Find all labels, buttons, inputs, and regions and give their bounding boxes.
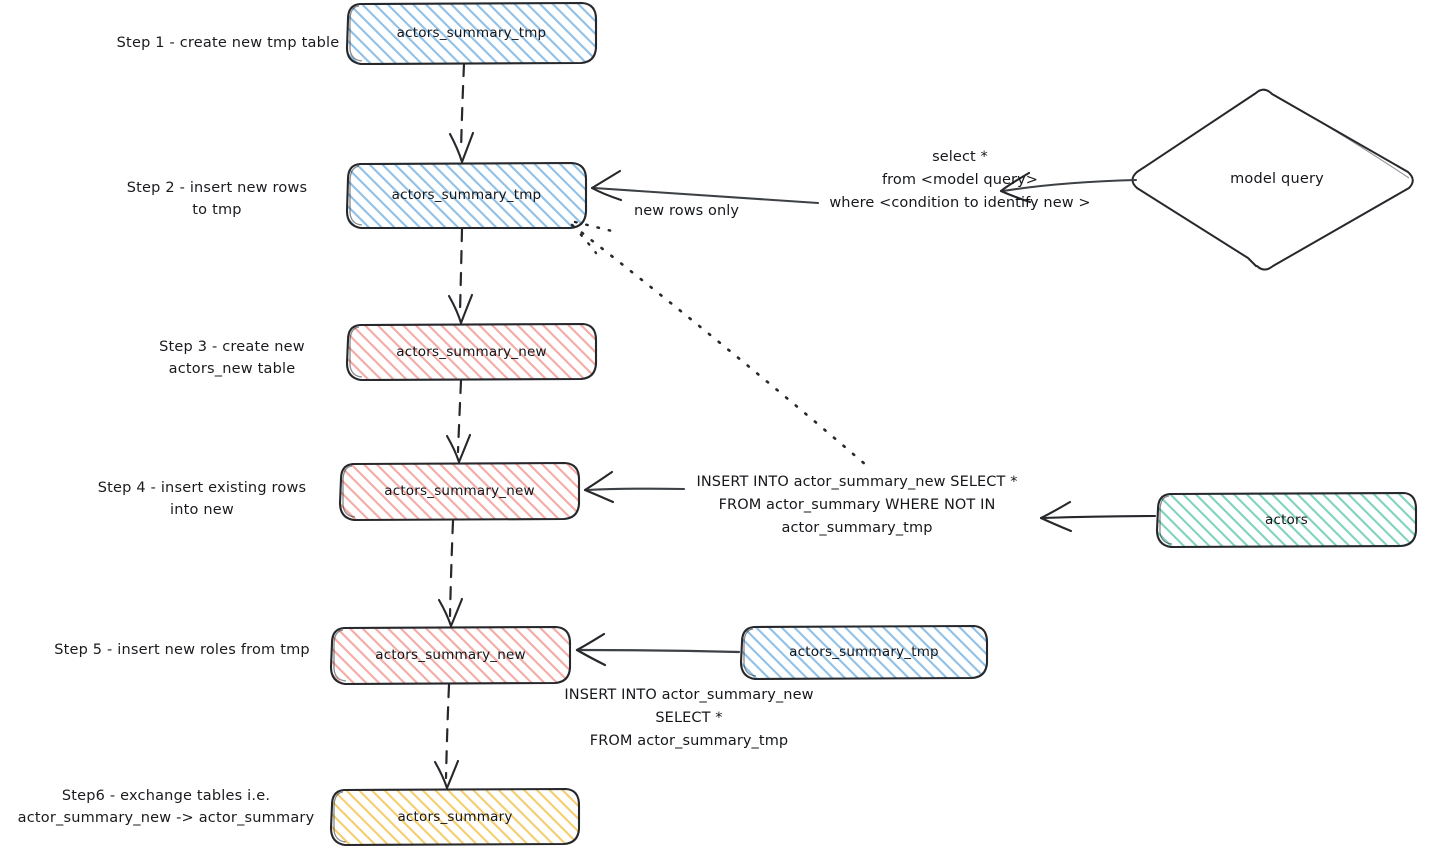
edge-model-query-to-sql (999, 171, 1138, 204)
node-label-summary-6: actors_summary (397, 808, 513, 825)
node-actors-summary-6[interactable] (329, 787, 581, 847)
edge-step5-to-step6 (433, 683, 460, 790)
edge-tmp-source-to-new (575, 632, 741, 667)
step-label-2: Step 2 - insert new rows to tmp (126, 180, 308, 219)
step-label-4: Step 4 - insert existing rows into new (97, 480, 307, 519)
node-actors-summary-tmp-source[interactable] (739, 624, 989, 681)
node-actors-summary-new-5[interactable] (329, 625, 572, 686)
node-actors[interactable] (1155, 491, 1418, 549)
node-label-new-5: actors_summary_new (375, 647, 526, 664)
node-actors-summary-tmp-2[interactable] (345, 161, 588, 230)
node-label-actors: actors (1264, 511, 1309, 528)
step-label-1: Step 1 - create new tmp table (116, 35, 340, 51)
node-actors-summary-new-4[interactable] (338, 461, 581, 522)
edge-insert-existing-to-new (583, 470, 686, 504)
step-label-6: Step6 - exchange tables i.e. actor_summa… (17, 788, 315, 827)
edge-label-new-rows-only: new rows only (634, 203, 740, 219)
edge-step1-to-step2 (448, 62, 475, 164)
edge-label-model-query-sql: select * from <model query> where <condi… (829, 149, 1091, 211)
edge-step2-to-step3 (447, 227, 474, 325)
node-label-tmp-source: actors_summary_tmp (789, 644, 939, 661)
node-label-tmp-1: actors_summary_tmp (396, 25, 547, 42)
step-label-3: Step 3 - create new actors_new table (159, 339, 305, 378)
node-actors-summary-new-3[interactable] (345, 322, 598, 382)
node-label-tmp-2: actors_summary_tmp (391, 187, 542, 204)
step-label-5: Step 5 - insert new roles from tmp (54, 642, 310, 658)
edge-label-insert-existing-sql: INSERT INTO actor_summary_new SELECT * F… (696, 474, 1018, 536)
node-label-model-query: model query (1230, 171, 1324, 188)
edge-tmp-dotted-to-insert-sql (570, 220, 868, 467)
edge-label-insert-new-roles-sql: INSERT INTO actor_summary_new SELECT * F… (564, 687, 814, 749)
node-actors-summary-tmp-1[interactable] (345, 1, 598, 66)
edge-step3-to-step4 (445, 379, 472, 464)
edge-actors-to-insert-sql (1039, 500, 1157, 533)
node-label-new-4: actors_summary_new (384, 483, 535, 500)
edge-step4-to-step5 (437, 519, 464, 628)
node-model-query[interactable] (1131, 88, 1414, 271)
edge-new-rows-to-tmp (590, 169, 820, 205)
node-label-new-3: actors_summary_new (396, 343, 547, 360)
